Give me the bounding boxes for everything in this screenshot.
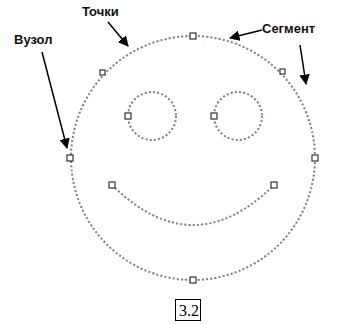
node-square — [271, 182, 277, 188]
node-square — [67, 155, 73, 161]
right-eye — [214, 92, 262, 140]
callout-label: Вузол — [14, 33, 52, 47]
node-square — [125, 113, 131, 119]
node-square — [211, 113, 217, 119]
leader-arrow — [300, 45, 306, 84]
smile-curve — [112, 185, 274, 225]
node-square — [280, 69, 285, 74]
leader-arrow — [108, 22, 128, 46]
leader-arrow — [230, 30, 262, 38]
figure-number-box: 3.2 — [175, 299, 201, 321]
node-square — [109, 182, 115, 188]
left-eye — [128, 92, 176, 140]
figure-number: 3.2 — [179, 302, 197, 320]
callout-label: Сегмент — [262, 22, 315, 36]
leader-arrow — [42, 52, 67, 148]
face-outline — [71, 36, 315, 280]
node-square — [190, 33, 196, 39]
node-square — [190, 277, 196, 283]
callout-label: Точки — [82, 5, 119, 19]
node-square — [100, 70, 105, 75]
node-square — [312, 155, 318, 161]
